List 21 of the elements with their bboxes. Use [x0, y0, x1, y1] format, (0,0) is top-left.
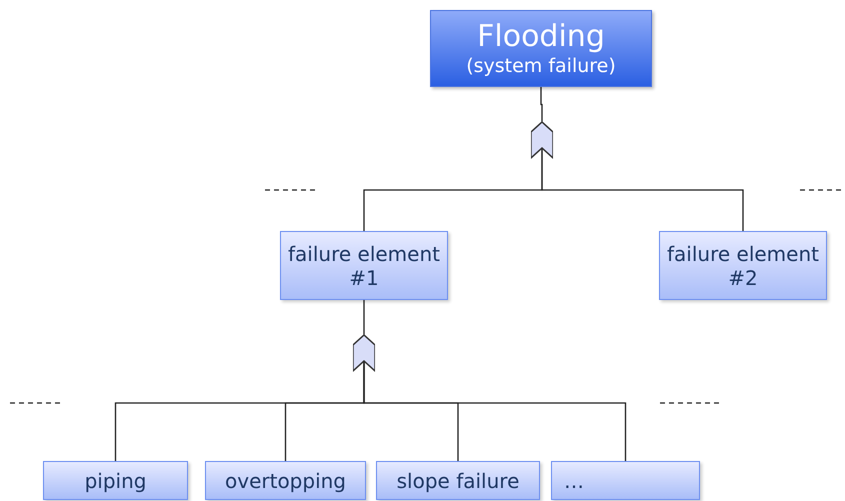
- event-box: [43, 461, 188, 500]
- event-box: [551, 461, 700, 500]
- connector-line: [541, 148, 744, 231]
- event-title: failure element #2: [666, 242, 820, 290]
- event-box: [430, 10, 652, 87]
- event-subtitle: (system failure): [466, 55, 616, 78]
- event-box: [376, 461, 540, 500]
- or-gate: [353, 335, 375, 373]
- connector-line: [363, 361, 626, 461]
- event-title: piping: [84, 468, 146, 492]
- event-title: failure element #1: [286, 242, 441, 290]
- event-title: overtopping: [225, 468, 346, 492]
- event-box: [205, 461, 366, 500]
- event-title: slope failure: [396, 468, 520, 492]
- connector-line: [540, 87, 543, 122]
- event-title: …: [564, 468, 584, 492]
- connector-line: [363, 300, 365, 335]
- event-box: [659, 231, 827, 300]
- event-box: [280, 231, 448, 300]
- event-title: Flooding: [477, 19, 605, 56]
- or-gate: [531, 122, 553, 160]
